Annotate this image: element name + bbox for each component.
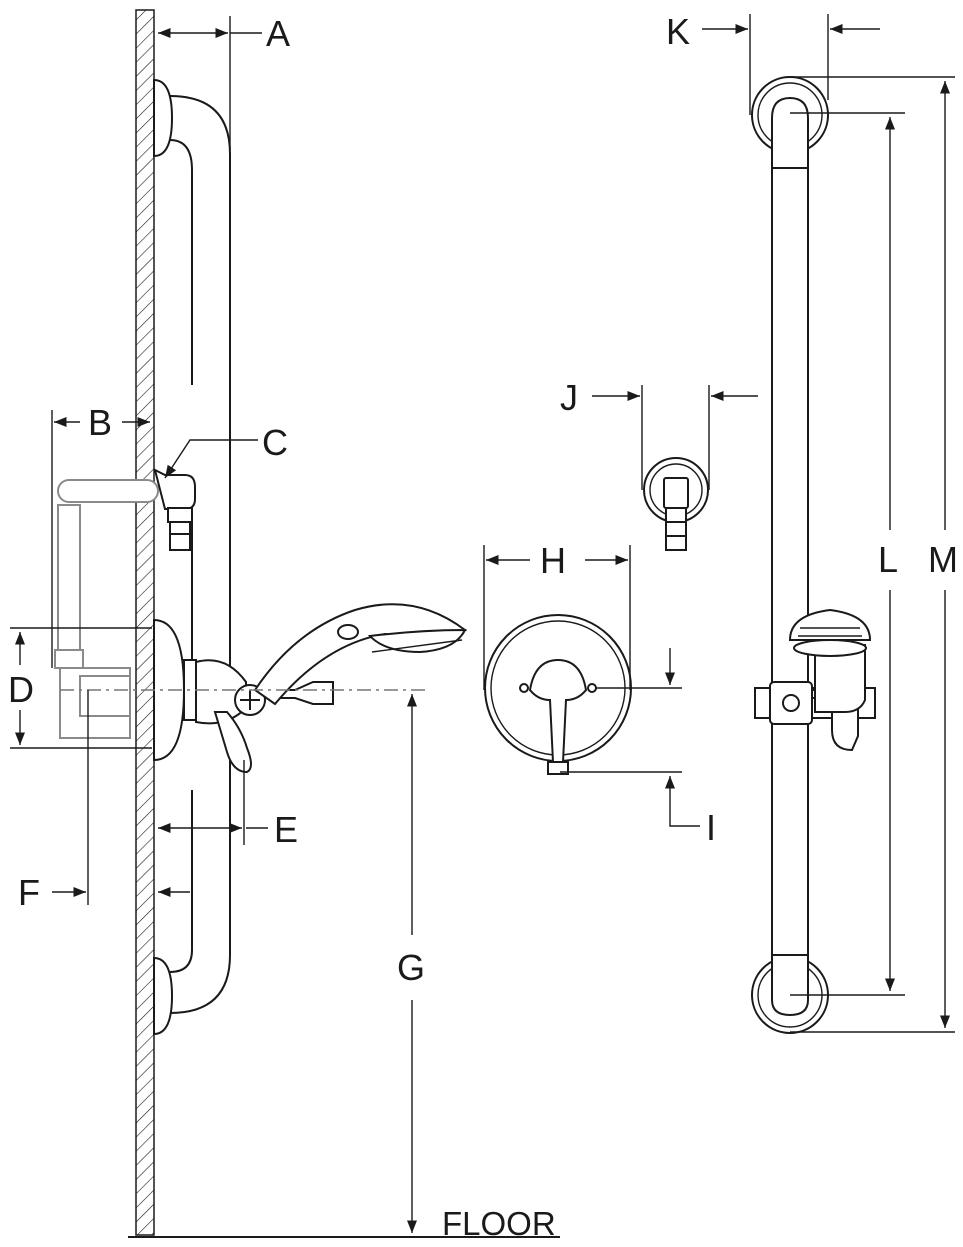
label-j: J [560,377,578,418]
front-supply-elbow [643,457,709,551]
wall-supply-elbow [153,468,196,551]
front-slide-bar [751,76,829,1034]
label-a: A [266,13,290,54]
label-k: K [666,11,690,52]
label-d: D [8,669,34,710]
label-g: G [397,947,425,988]
label-f: F [18,872,40,913]
side-grab-bar [153,78,231,1036]
label-b: B [88,402,112,443]
wall [135,9,155,1236]
label-i: I [706,807,716,848]
front-hand-shower [754,608,876,752]
label-c: C [262,422,288,463]
front-trim-plate [484,614,632,775]
supply-piping [54,479,159,739]
label-l: L [878,539,898,580]
label-m: M [928,539,958,580]
dimension-lines [10,14,955,1233]
floor-label: FLOOR [442,1205,556,1242]
label-e: E [274,809,298,850]
label-h: H [540,540,566,581]
side-hand-shower [253,603,468,706]
